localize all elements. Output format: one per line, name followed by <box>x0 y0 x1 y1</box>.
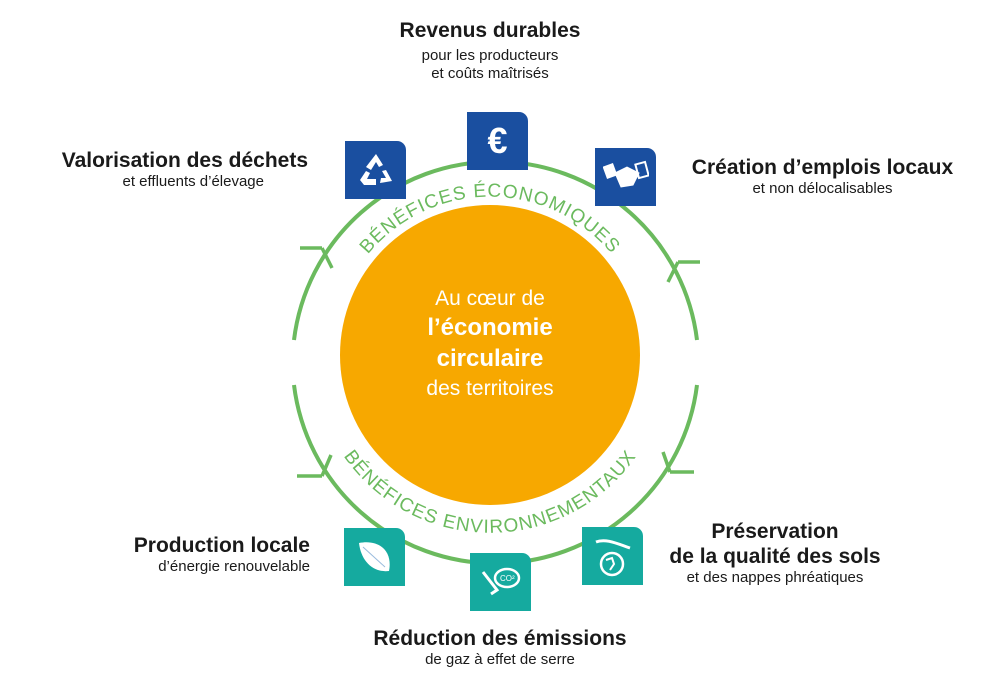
benefit-energie: Production locale d’énergie renouvelable <box>80 533 310 576</box>
globe-hand-icon <box>582 527 643 585</box>
benefit-title: Préservation <box>711 520 839 543</box>
benefit-subtitle: et non délocalisables <box>752 180 893 198</box>
benefit-subtitle: d’énergie renouvelable <box>158 558 310 576</box>
benefit-subtitle: et coûts maîtrisés <box>431 65 549 83</box>
recycle-icon <box>345 141 406 199</box>
center-circle <box>340 205 640 505</box>
arrow-tick <box>666 260 700 283</box>
center-line-1: Au cœur de <box>435 287 545 310</box>
co2-cloud-icon: CO² <box>470 553 531 611</box>
euro-icon: € <box>467 112 528 170</box>
leaf-icon <box>344 528 405 586</box>
benefit-title: Réduction des émissions <box>373 627 627 650</box>
center-line-4: des territoires <box>426 376 554 400</box>
center-line-2: l’économie <box>427 314 553 342</box>
benefit-subtitle: et effluents d’élevage <box>122 173 265 191</box>
arrow-tick <box>297 454 333 478</box>
benefit-title: Création d’emplois locaux <box>691 156 954 179</box>
handshake-icon <box>595 148 656 206</box>
benefit-subtitle: et des nappes phréatiques <box>686 569 864 587</box>
center-line-3: circulaire <box>436 345 544 373</box>
benefit-title: Revenus durables <box>399 19 581 42</box>
benefit-emplois: Création d’emplois locaux et non délocal… <box>670 155 975 198</box>
benefit-emissions: Réduction des émissions de gaz à effet d… <box>330 626 670 669</box>
benefit-revenus: Revenus durables pour les producteurs et… <box>340 18 640 83</box>
co2-text: CO² <box>500 574 515 583</box>
benefit-title: de la qualité des sols <box>669 545 881 569</box>
arrow-tick <box>661 451 694 474</box>
benefit-title: Production locale <box>133 534 310 557</box>
benefit-valorisation: Valorisation des déchets et effluents d’… <box>20 148 308 191</box>
benefit-subtitle: pour les producteurs <box>421 47 559 65</box>
benefit-sols: Préservation de la qualité des sols et d… <box>650 519 900 587</box>
benefit-title: Valorisation des déchets <box>61 149 308 172</box>
center-text: Au cœur de l’économie circulaire des ter… <box>390 285 590 402</box>
benefit-subtitle: de gaz à effet de serre <box>425 651 575 669</box>
arrow-tick <box>300 246 334 269</box>
euro-symbol: € <box>487 120 508 161</box>
